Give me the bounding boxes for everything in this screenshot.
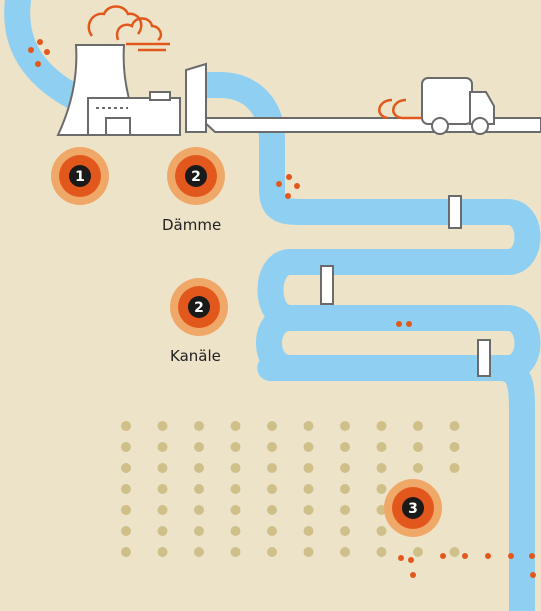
field-dot (158, 505, 168, 515)
field-dot (194, 526, 204, 536)
field-dot (413, 421, 423, 431)
badge-number: 2 (191, 169, 201, 185)
badge-2-dams: 2 (167, 147, 225, 205)
field-dot (158, 484, 168, 494)
field-dot (377, 526, 387, 536)
field-dot (267, 484, 277, 494)
field-dot (304, 526, 314, 536)
river-main (190, 85, 528, 611)
field-dot (121, 526, 131, 536)
badge-number: 1 (75, 169, 85, 185)
field-dot (450, 463, 460, 473)
field-dot (267, 463, 277, 473)
dam-icon (186, 64, 206, 132)
gate-2 (321, 266, 333, 304)
field-dot (267, 421, 277, 431)
river-loop (269, 318, 290, 368)
exhaust-icon (379, 100, 422, 118)
field-dot (340, 547, 350, 557)
power-plant-icon (58, 45, 180, 135)
field-dot (231, 421, 241, 431)
smoke-icon (89, 7, 170, 51)
field-dot (413, 547, 423, 557)
field-dot (304, 442, 314, 452)
field-dot (231, 505, 241, 515)
field-dot (377, 463, 387, 473)
field-dot (377, 442, 387, 452)
field-dot (231, 442, 241, 452)
field-dot (194, 463, 204, 473)
field-dot (158, 442, 168, 452)
field-dot (340, 421, 350, 431)
field-dot (450, 547, 460, 557)
field-dot (194, 484, 204, 494)
field-dot (267, 442, 277, 452)
field-dot (267, 526, 277, 536)
field-dot (340, 505, 350, 515)
field-dot (304, 505, 314, 515)
field-dot (340, 484, 350, 494)
label-canals: Kanäle (170, 347, 221, 365)
field-dot (158, 463, 168, 473)
field-dot (158, 526, 168, 536)
badge-number: 2 (194, 300, 204, 316)
field-dot (121, 421, 131, 431)
field-dot (121, 463, 131, 473)
field-dot (267, 547, 277, 557)
field-dot (450, 421, 460, 431)
field-dot (304, 421, 314, 431)
field-dot (304, 547, 314, 557)
field-dot (377, 421, 387, 431)
field-dot (450, 442, 460, 452)
field-dot (267, 505, 277, 515)
field-dot (377, 484, 387, 494)
field-dot (194, 442, 204, 452)
field-dot (304, 463, 314, 473)
field-dot (340, 463, 350, 473)
field-dot (413, 463, 423, 473)
field-dot (158, 547, 168, 557)
badge-number: 3 (408, 501, 418, 517)
field-dot (304, 484, 314, 494)
gate-1 (449, 196, 461, 228)
field-dot (413, 442, 423, 452)
field-dot (340, 526, 350, 536)
field-dot (121, 505, 131, 515)
field-dot (194, 547, 204, 557)
field-dot (194, 421, 204, 431)
field-dot (121, 547, 131, 557)
field-dot (121, 442, 131, 452)
gate-3 (478, 340, 490, 376)
field-dot (194, 505, 204, 515)
field-dot (121, 484, 131, 494)
field-dot (158, 421, 168, 431)
field-dot (231, 526, 241, 536)
field-dot (231, 463, 241, 473)
badge-2-canals: 2 (170, 278, 228, 336)
field-dot (231, 547, 241, 557)
badge-1: 1 (51, 147, 109, 205)
label-dams: Dämme (162, 216, 221, 234)
field-dot (340, 442, 350, 452)
field-dot (377, 547, 387, 557)
badge-3: 3 (384, 479, 442, 537)
field-dot (231, 484, 241, 494)
